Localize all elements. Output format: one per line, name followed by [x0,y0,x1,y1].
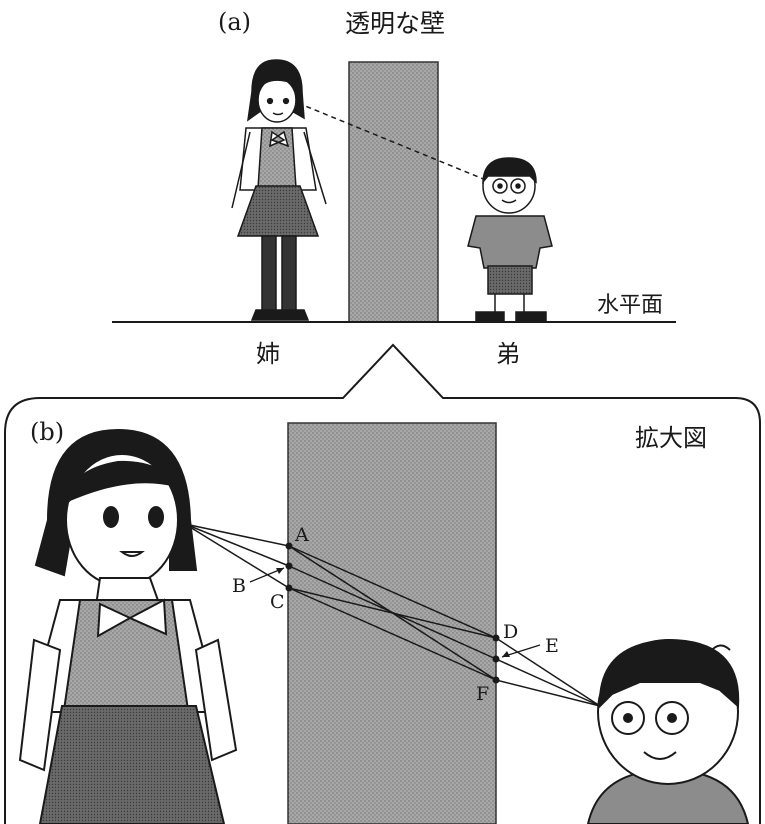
sight-line-a [297,102,499,186]
brother-figure-large [586,638,750,824]
brother-figure-small [467,157,553,322]
transparent-wall-enlarged [287,422,497,824]
label-F: F [476,683,489,705]
pointer-E-head [502,651,510,657]
label-A: A [294,524,309,546]
panel-a-tag: (a) [218,8,251,36]
label-sister: 姉 [256,340,280,368]
panel-b: (b) 拡大図 [4,343,761,824]
panel-b-tag: (b) [30,418,64,446]
zoom-title: 拡大図 [635,424,707,452]
point-C [285,584,293,592]
label-brother: 弟 [496,340,520,368]
sister-figure-large [18,428,238,824]
point-A [285,542,293,550]
label-E: E [545,635,559,657]
panel-a: (a) 透明な壁 水平面 [112,8,676,368]
horizontal-surface-label: 水平面 [597,293,663,318]
point-E [492,655,500,663]
transparent-wall [348,61,439,323]
ray-lines [184,523,601,707]
point-F [492,676,500,684]
point-B [285,562,293,570]
label-B: B [232,575,246,597]
sister-figure-small [231,59,327,321]
points [285,542,500,684]
pointer-B-head [276,568,284,574]
label-D: D [503,621,518,643]
label-C: C [270,591,285,613]
wall-title: 透明な壁 [345,9,445,38]
point-D [492,634,500,642]
callout-frame [4,343,761,824]
